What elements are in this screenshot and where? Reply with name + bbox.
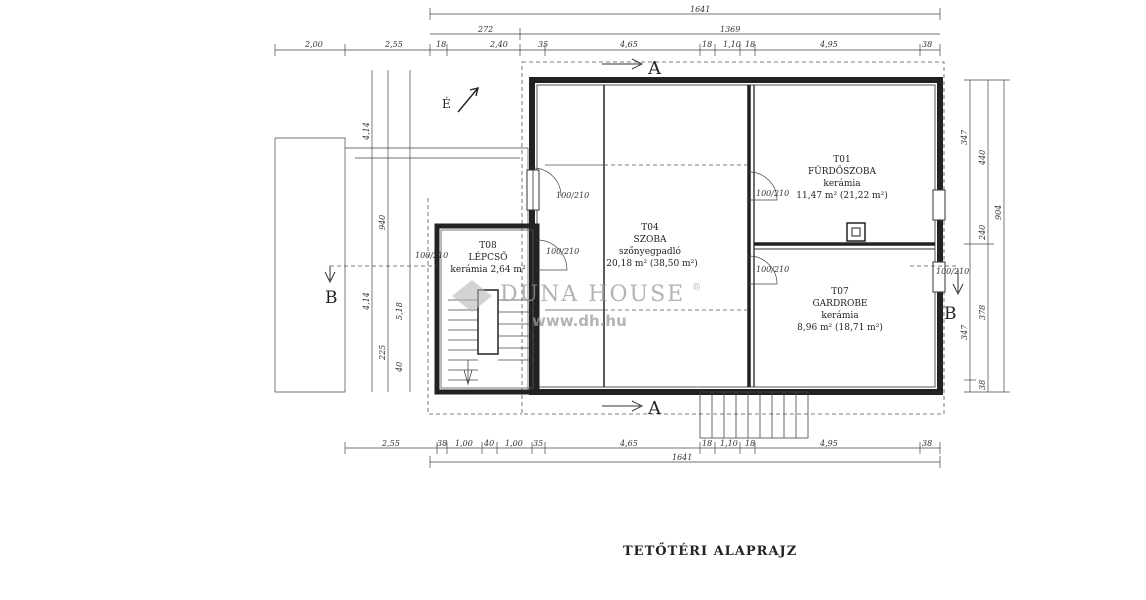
room-t08-name: LÉPCSŐ — [468, 250, 507, 263]
room-t07: T07 GARDROBE kerámia 8,96 m² (18,71 m²) — [797, 287, 883, 333]
dim-top-r3-4: 35 — [538, 40, 548, 49]
watermark-registered: ® — [692, 283, 703, 293]
bathroom-fixture — [846, 222, 866, 242]
dim-top-r3-5: 4,65 — [619, 40, 638, 49]
dim-right-4: 378 — [978, 305, 987, 320]
dim-top-r3-1: 2,55 — [384, 40, 403, 49]
dim-top-r3-3: 2,40 — [489, 40, 508, 49]
room-t04: T04 SZOBA szőnyegpadló 20,18 m² (38,50 m… — [606, 223, 697, 269]
dim-top-total: 1641 — [690, 5, 710, 14]
section-a-top: A — [602, 58, 662, 79]
dim-bottom-r1-8: 1,10 — [720, 439, 738, 448]
section-b-left: B — [324, 265, 437, 308]
dim-bottom-r1-10: 4,95 — [819, 439, 838, 448]
watermark-brand: DUNA HOUSE — [500, 282, 685, 307]
door-label-1: 100/210 — [756, 265, 789, 274]
dim-bottom-r1-1: 38 — [437, 439, 447, 448]
dim-top-r3-7: 1,10 — [723, 40, 741, 49]
top-dimensions: 1641 272 1369 2,00 2,55 18 2,40 35 4,65 … — [274, 5, 941, 56]
entrance-steps — [699, 391, 809, 439]
north-label: É — [442, 96, 451, 111]
stair-treads — [448, 289, 530, 386]
dim-right-5: 347 — [960, 324, 969, 340]
watermark-url: www.dh.hu — [532, 312, 627, 330]
dim-top-row2-1: 1369 — [720, 25, 740, 34]
dim-left-0: 4,14 — [362, 122, 371, 141]
dim-top-row2-0: 272 — [477, 25, 493, 34]
watermark: DUNA HOUSE ® www.dh.hu — [452, 280, 703, 330]
section-b-right: B — [910, 265, 964, 324]
dim-top-r3-9: 4,95 — [819, 40, 838, 49]
north-arrow: É — [442, 87, 479, 113]
section-b-label-left: B — [325, 288, 338, 308]
section-a-label-top: A — [647, 58, 662, 79]
dim-top-r3-6: 18 — [702, 40, 712, 49]
door-label-0: 100/210 — [756, 189, 789, 198]
windows — [526, 169, 946, 293]
dim-bottom-r1-11: 38 — [922, 439, 932, 448]
room-t04-name: SZOBA — [634, 235, 667, 245]
right-dimensions: 347 440 904 240 378 347 38 — [960, 79, 1010, 393]
dim-top-r3-10: 38 — [922, 40, 932, 49]
room-t07-code: T07 — [831, 287, 849, 297]
dim-bottom-r1-9: 18 — [745, 439, 755, 448]
drawing-title: TETŐTÉRI ALAPRAJZ — [623, 543, 797, 559]
dim-bottom-total: 1641 — [672, 453, 692, 462]
terrace-outline — [274, 137, 529, 393]
dim-bottom-r1-5: 35 — [533, 439, 543, 448]
dim-right-1: 440 — [978, 150, 987, 166]
dim-right-0: 347 — [960, 129, 969, 145]
room-t08-floor: kerámia 2,64 m² — [450, 264, 526, 275]
dim-bottom-r1-6: 4,65 — [619, 439, 638, 448]
dim-bottom-r1-2: 1,00 — [455, 439, 473, 448]
dim-bottom-r1-3: 40 — [483, 439, 494, 448]
dim-left-1: 940 — [378, 215, 387, 230]
dim-left-4: 4,14 — [362, 292, 371, 311]
room-t04-floor: szőnyegpadló — [619, 246, 681, 257]
dim-bottom-r1-4: 1,00 — [505, 439, 523, 448]
room-t04-area: 20,18 m² (38,50 m²) — [606, 258, 697, 269]
door-label-2: 100/210 — [546, 247, 579, 256]
room-t01: T01 FÜRDŐSZOBA kerámia 11,47 m² (21,22 m… — [796, 155, 887, 201]
dim-top-r3-8: 18 — [745, 40, 755, 49]
room-t07-name: GARDROBE — [812, 299, 867, 309]
room-t01-name: FÜRDŐSZOBA — [808, 164, 877, 177]
room-t07-area: 8,96 m² (18,71 m²) — [797, 322, 883, 333]
dim-right-2: 904 — [994, 205, 1003, 220]
roof-outline-left — [427, 198, 522, 415]
watermark-logo-icon — [452, 280, 492, 312]
dim-bottom-r1-7: 18 — [702, 439, 712, 448]
room-t08-code: T08 — [479, 241, 497, 251]
dim-top-r3-2: 18 — [436, 40, 446, 49]
dim-right-3: 240 — [978, 225, 987, 241]
door-label-5: 100/210 — [936, 267, 969, 276]
staircase-walls — [434, 223, 540, 395]
door-labels: 100/210 100/210 100/210 100/210 100/210 … — [415, 189, 969, 276]
room-t01-area: 11,47 m² (21,22 m²) — [796, 190, 887, 201]
exterior-walls — [529, 77, 943, 395]
section-b-label-right: B — [944, 304, 957, 324]
room-t01-code: T01 — [833, 155, 850, 165]
dim-left-2: 5,18 — [395, 302, 404, 320]
dim-left-3: 225 — [378, 345, 387, 361]
dim-bottom-r1-0: 2,55 — [381, 439, 400, 448]
dim-right-6: 38 — [978, 380, 987, 390]
dim-top-r3-0: 2,00 — [304, 40, 323, 49]
section-a-label-bottom: A — [647, 398, 662, 419]
room-t07-floor: kerámia — [821, 310, 859, 321]
room-t08: T08 LÉPCSŐ kerámia 2,64 m² — [450, 241, 526, 275]
room-t04-code: T04 — [641, 223, 659, 233]
door-swings — [532, 167, 778, 285]
roof-outline — [521, 61, 945, 415]
door-label-4: 100/210 — [415, 251, 448, 260]
dim-left-5: 40 — [395, 362, 404, 373]
section-a-bottom: A — [602, 398, 662, 419]
door-label-3: 100/210 — [556, 191, 589, 200]
interior-walls — [545, 85, 935, 387]
room-t01-floor: kerámia — [823, 178, 861, 189]
bottom-dimensions: 2,55 38 1,00 40 1,00 35 4,65 18 1,10 18 … — [344, 439, 941, 468]
left-dimensions: 4,14 940 5,18 225 4,14 40 — [362, 70, 411, 392]
